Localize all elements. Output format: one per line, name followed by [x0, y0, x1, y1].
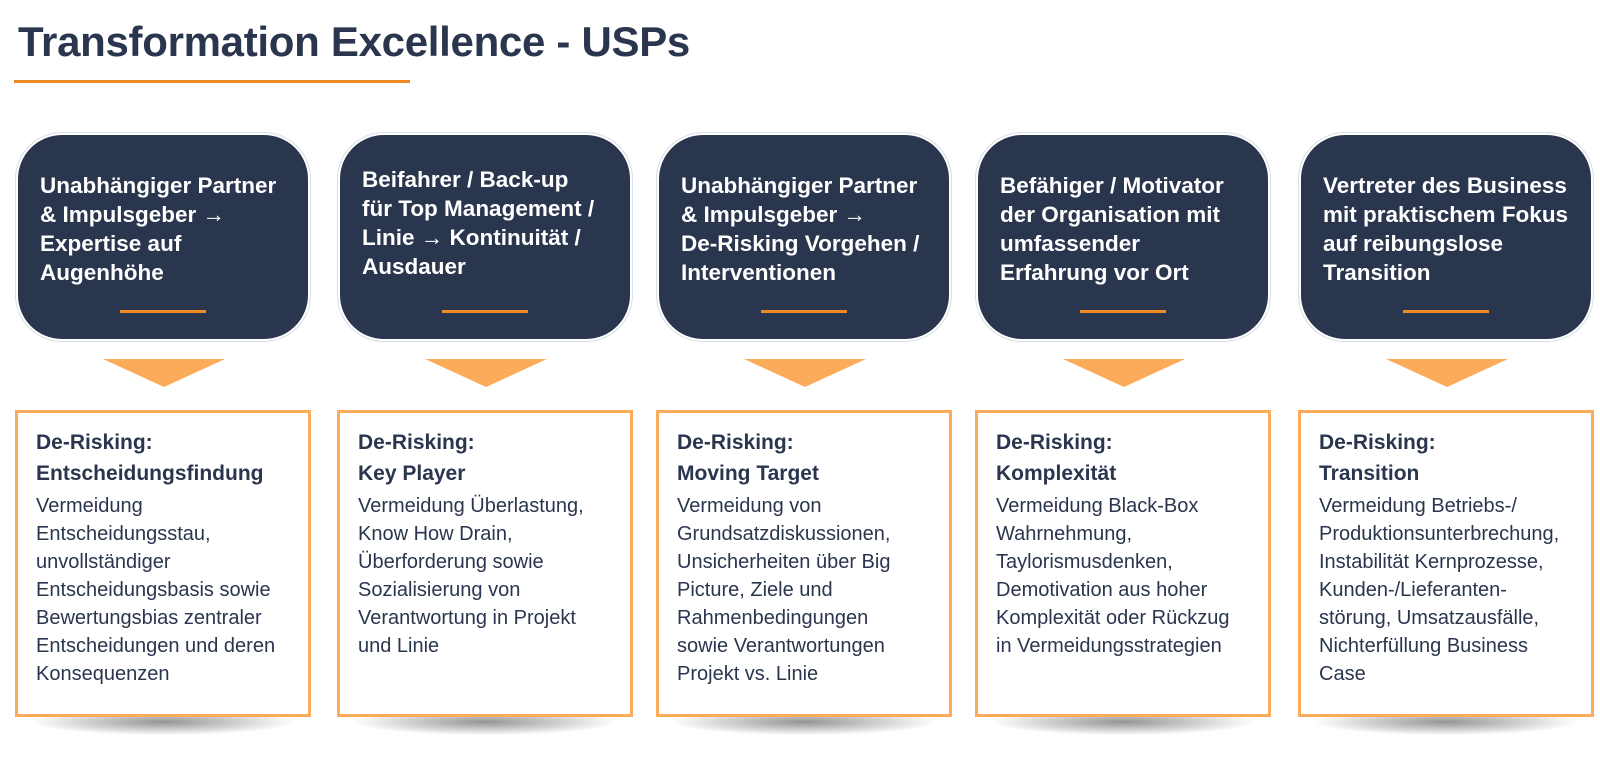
down-arrow-icon — [744, 359, 866, 387]
de-risking-description: Vermeidung Betriebs-/ Produktionsunterbr… — [1319, 495, 1560, 685]
headline-accent-line — [1403, 310, 1489, 313]
title-underline — [14, 80, 410, 83]
usp-headline-card: Befähiger / Motivator der Organisation m… — [978, 135, 1268, 339]
usp-headline: Vertreter des Business mit praktischem F… — [1323, 173, 1569, 285]
down-arrow-icon — [1063, 359, 1185, 387]
usp-column-1: Unabhängiger Partner & Impulsgeber → Exp… — [15, 133, 311, 753]
de-risking-box: De-Risking: Entscheidungsfindung Vermeid… — [15, 410, 311, 717]
de-risking-description: Vermeidung Entscheidungsstau, unvollstän… — [36, 495, 276, 685]
usp-headline-card: Unabhängiger Partner & Impulsgeber → De-… — [659, 135, 949, 339]
de-risking-description: Vermeidung Überlastung, Know How Drain, … — [358, 495, 584, 657]
de-risking-box: De-Risking: Moving Target Vermeidung von… — [656, 410, 952, 717]
usp-headline-card: Vertreter des Business mit praktischem F… — [1301, 135, 1591, 339]
de-risking-description: Vermeidung Black-Box Wahrnehmung, Taylor… — [996, 495, 1230, 657]
de-risking-label: De-Risking: — [1319, 431, 1436, 454]
de-risking-box: De-Risking: Key Player Vermeidung Überla… — [337, 410, 633, 717]
usp-column-5: Vertreter des Business mit praktischem F… — [1298, 133, 1594, 753]
page-title: Transformation Excellence - USPs — [18, 18, 690, 65]
usp-column-4: Befähiger / Motivator der Organisation m… — [975, 133, 1271, 753]
down-arrow-icon — [103, 359, 225, 387]
de-risking-label: De-Risking: — [996, 431, 1113, 454]
usp-headline-card: Unabhängiger Partner & Impulsgeber → Exp… — [18, 135, 308, 339]
de-risking-description: Vermeidung von Grundsatzdiskussionen, Un… — [677, 495, 891, 685]
de-risking-label: De-Risking: — [358, 431, 475, 454]
usp-columns: Unabhängiger Partner & Impulsgeber → Exp… — [0, 133, 1600, 765]
usp-headline-card: Beifahrer / Back-up für Top Management /… — [340, 135, 630, 339]
headline-accent-line — [1080, 310, 1166, 313]
de-risking-box: De-Risking: Transition Vermeidung Betrie… — [1298, 410, 1594, 717]
down-arrow-icon — [1386, 359, 1508, 387]
de-risking-topic: Transition — [1319, 462, 1420, 485]
usp-headline: Unabhängiger Partner & Impulsgeber → Exp… — [40, 173, 277, 285]
down-arrow-icon — [425, 359, 547, 387]
de-risking-label: De-Risking: — [677, 431, 794, 454]
usp-headline: Befähiger / Motivator der Organisation m… — [1000, 173, 1224, 285]
headline-accent-line — [761, 310, 847, 313]
usp-column-2: Beifahrer / Back-up für Top Management /… — [337, 133, 633, 753]
de-risking-topic: Key Player — [358, 462, 466, 485]
headline-accent-line — [442, 310, 528, 313]
usp-column-3: Unabhängiger Partner & Impulsgeber → De-… — [656, 133, 952, 753]
usp-headline: Unabhängiger Partner & Impulsgeber → De-… — [681, 173, 920, 285]
usp-headline: Beifahrer / Back-up für Top Management /… — [362, 167, 595, 279]
de-risking-box: De-Risking: Komplexität Vermeidung Black… — [975, 410, 1271, 717]
de-risking-topic: Moving Target — [677, 462, 819, 485]
de-risking-topic: Entscheidungsfindung — [36, 462, 264, 485]
headline-accent-line — [120, 310, 206, 313]
de-risking-topic: Komplexität — [996, 462, 1117, 485]
de-risking-label: De-Risking: — [36, 431, 153, 454]
